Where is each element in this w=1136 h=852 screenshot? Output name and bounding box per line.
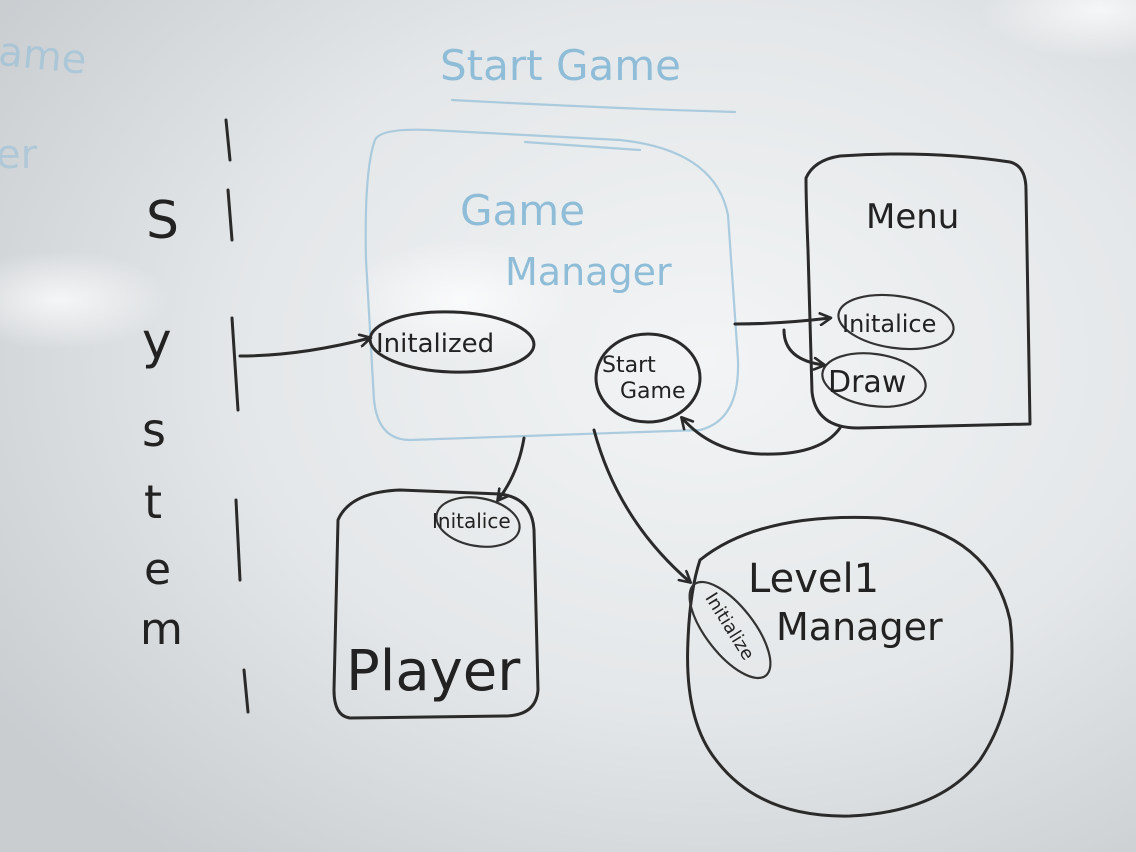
arrow-system-to-initalized xyxy=(238,338,370,358)
menu-draw-oval xyxy=(821,352,927,408)
start-game-node: Start Game xyxy=(594,332,702,424)
glare-left xyxy=(0,250,170,350)
page-title: Start Game xyxy=(440,41,681,90)
level-manager-container: Initialize Level1 Manager xyxy=(686,515,1014,818)
menu-container: Menu Initalice Draw xyxy=(804,152,1032,430)
menu-draw-label: Draw xyxy=(828,365,906,400)
game-manager-label-line1: Game xyxy=(460,186,585,235)
menu-title: Menu xyxy=(866,197,959,237)
level-initialize-oval xyxy=(688,580,772,680)
system-label: S y s t e m xyxy=(140,191,183,655)
start-game-label-line1: Start xyxy=(602,353,656,378)
system-letter-y: y xyxy=(142,312,172,370)
system-letter-t: t xyxy=(144,475,162,529)
title-underline xyxy=(450,98,737,114)
faded-word-1: ame xyxy=(0,29,89,84)
system-letter-s: S xyxy=(146,191,179,251)
glare-top-right xyxy=(980,0,1136,60)
menu-initalice-label: Initalice xyxy=(842,310,936,338)
system-letter-e: e xyxy=(144,544,171,595)
arrow-menu-to-start-game xyxy=(682,418,842,456)
arrow-to-menu-draw xyxy=(782,328,824,365)
menu-initalice-oval xyxy=(837,293,955,351)
game-manager-label-line2: Manager xyxy=(505,250,672,294)
arrow-game-manager-to-level-manager xyxy=(592,428,690,582)
arrow-game-manager-to-player xyxy=(498,436,526,500)
system-lifeline xyxy=(224,118,250,714)
player-title: Player xyxy=(346,639,521,704)
level-manager-label-line1: Level1 xyxy=(748,556,879,602)
game-manager-container: Game Manager xyxy=(364,128,740,442)
initalized-label: Initalized xyxy=(376,329,494,359)
player-initalice-oval xyxy=(435,496,521,548)
arrow-to-menu-initalice xyxy=(733,318,830,324)
start-game-label-line2: Game xyxy=(620,379,686,404)
level-manager-label-line2: Manager xyxy=(776,605,943,649)
system-letter-m: m xyxy=(140,604,183,655)
player-container: Initalice Player xyxy=(332,488,540,720)
system-letter-s2: s xyxy=(142,403,166,457)
faded-word-2: er xyxy=(0,132,38,178)
player-initalice-label: Initalice xyxy=(432,509,511,533)
glare-center xyxy=(340,240,580,360)
